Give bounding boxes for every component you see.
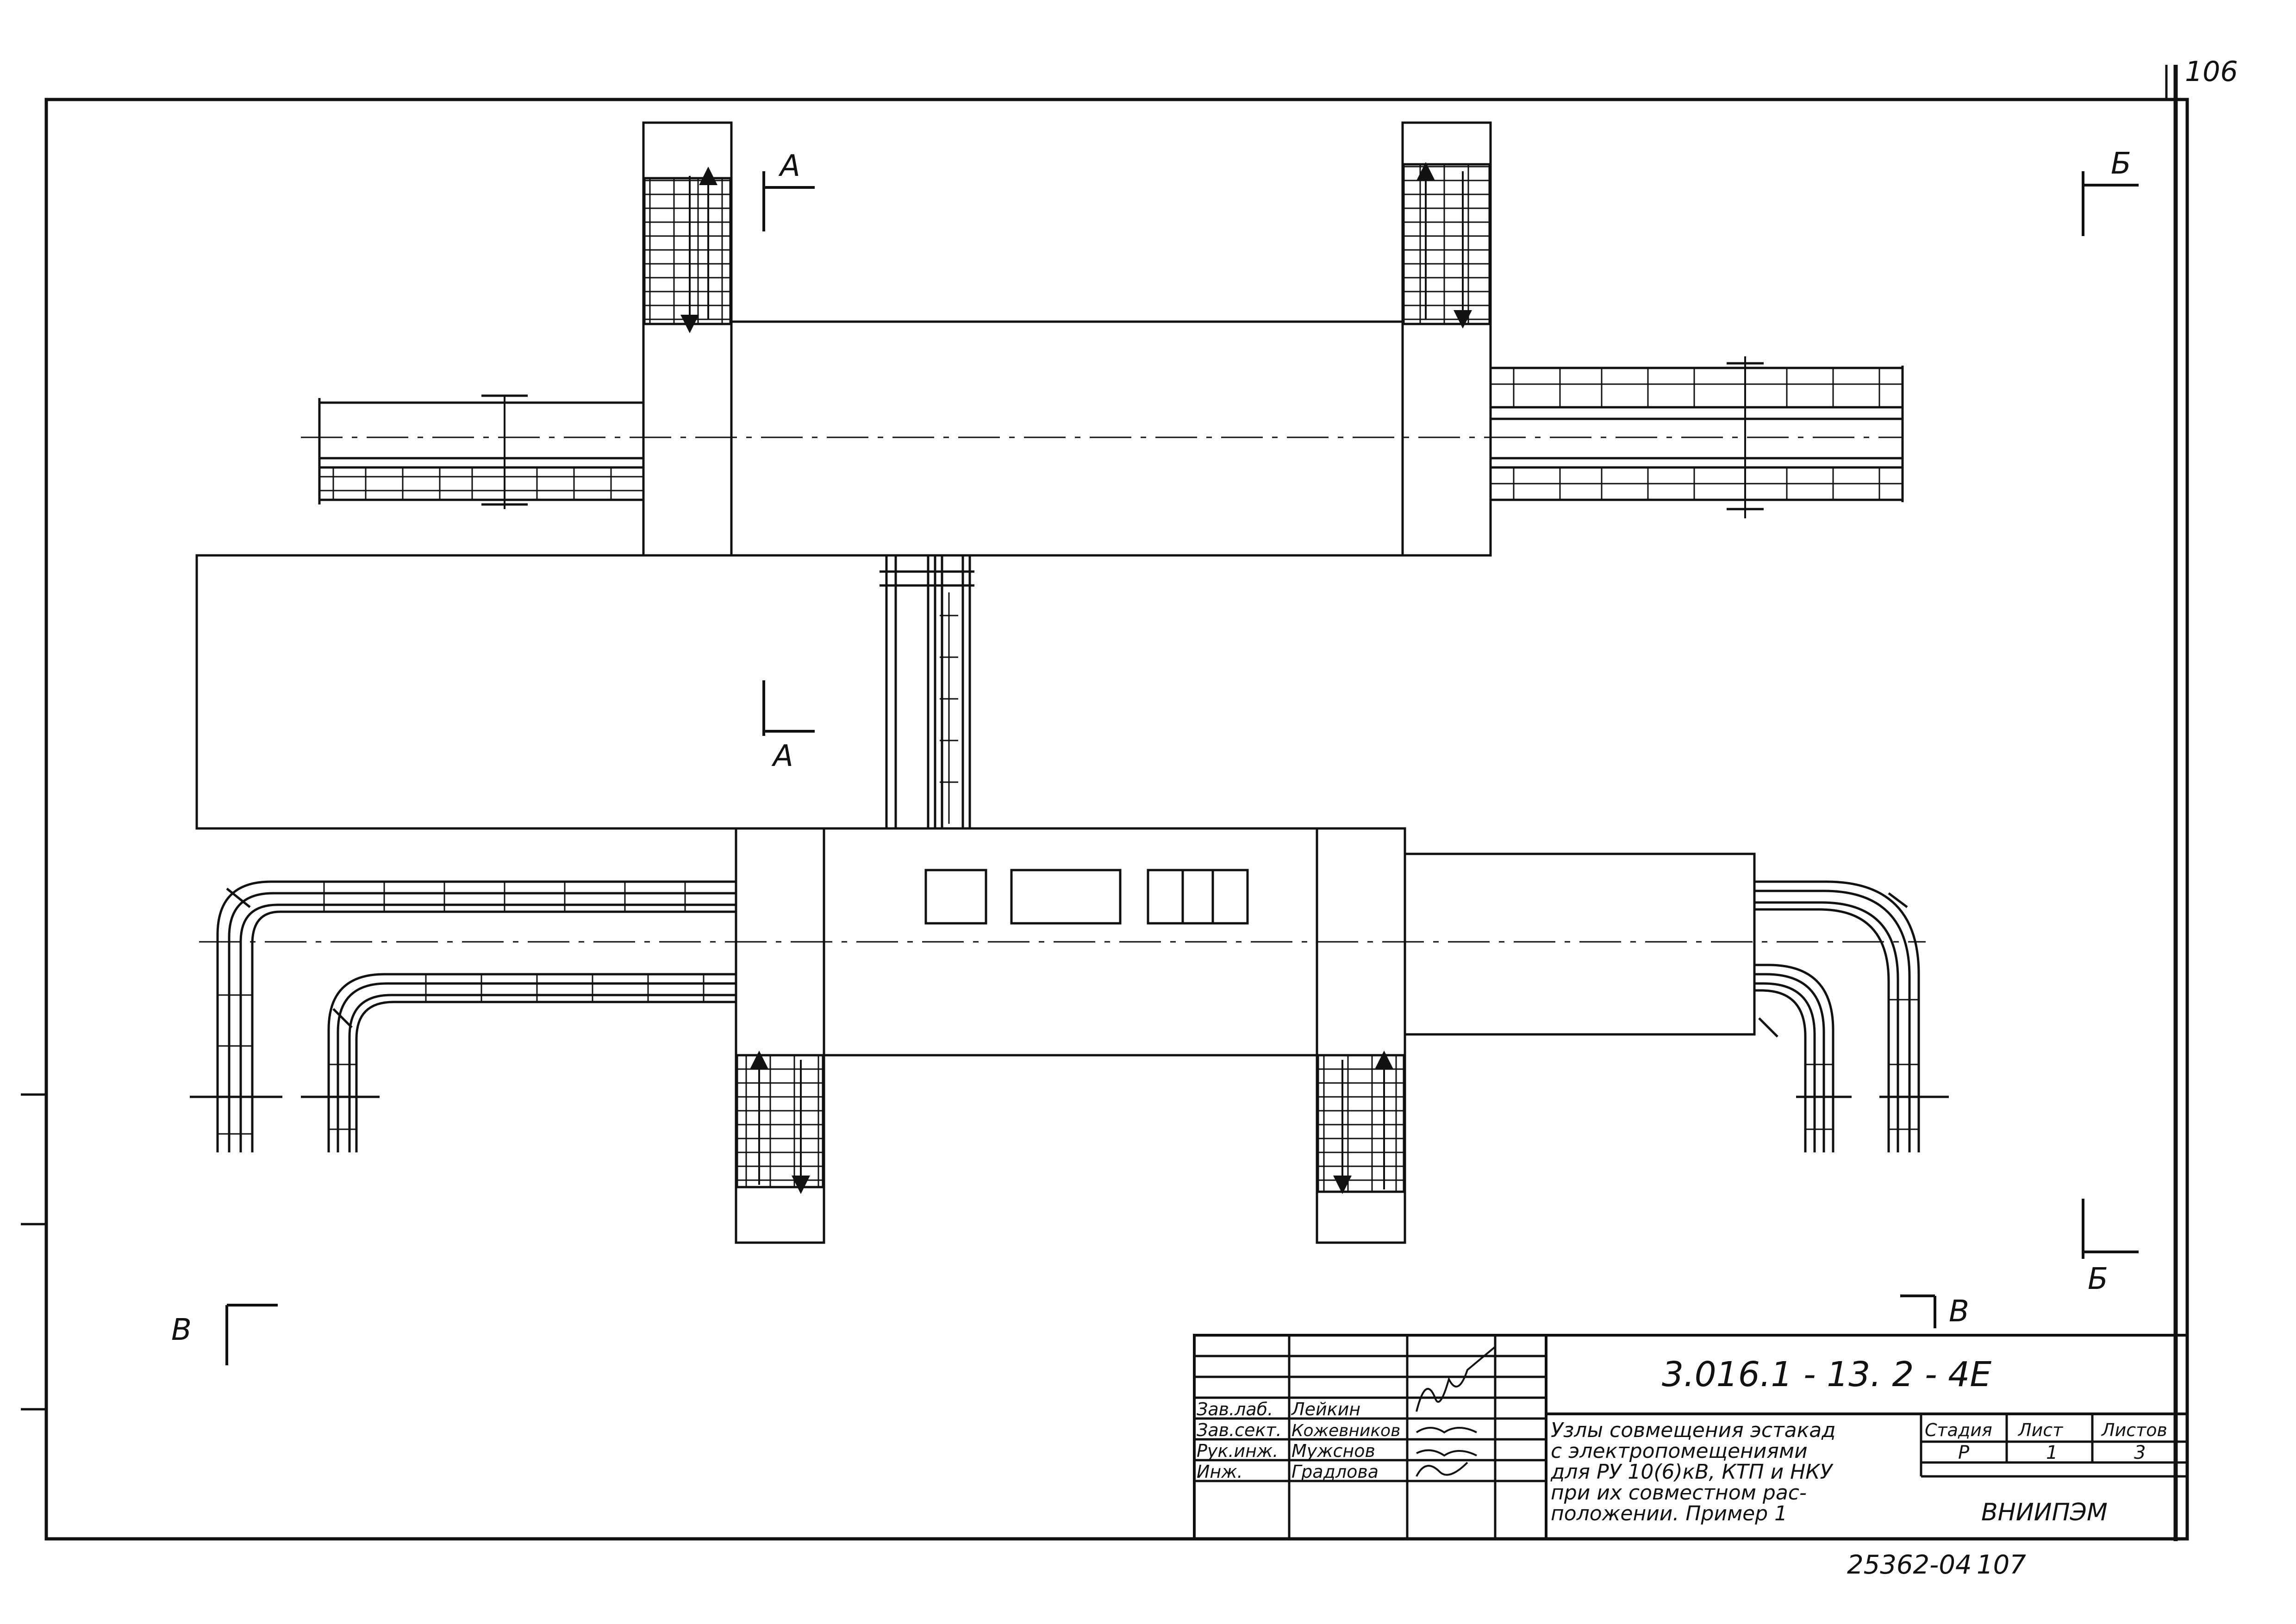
- role-3: Рук.инж.: [1197, 1441, 1278, 1461]
- name-3: Мужснов: [1292, 1441, 1375, 1461]
- stair-grid-right: [1402, 163, 1491, 325]
- signature: [1416, 1346, 1496, 1412]
- page-number-bottom: 107: [1977, 1550, 2026, 1580]
- section-label-v-right: В: [1949, 1294, 1969, 1329]
- title-line-3: для РУ 10(6)кВ, КТП и НКУ: [1550, 1460, 1834, 1484]
- archive-code: 25362-04: [1847, 1550, 1972, 1580]
- cable-trestle-upper-right: [1491, 356, 1904, 518]
- middle-hall: [195, 554, 943, 830]
- section-label-a-top: А: [778, 149, 800, 183]
- signature: [1416, 1427, 1477, 1434]
- sheets-value: 3: [2134, 1442, 2146, 1463]
- vertical-cable-gallery: [880, 555, 974, 828]
- stair-grid-lower-left: [736, 1054, 824, 1188]
- cable-trestle-upper-left: [318, 394, 643, 509]
- upper-building: [301, 121, 1903, 557]
- role-1: Зав.лаб.: [1197, 1399, 1273, 1419]
- section-label-b-bottom: Б: [2088, 1262, 2108, 1296]
- section-marker-v-right: [1900, 1294, 1936, 1328]
- signature: [1416, 1449, 1477, 1457]
- section-marker-a-bottom: [762, 680, 815, 736]
- signature: [1416, 1462, 1468, 1477]
- section-marker-v-left: [225, 1304, 278, 1365]
- head-sheet: Лист: [2017, 1420, 2064, 1440]
- title-line-4: при их совместном рас-: [1551, 1481, 1807, 1505]
- organization: ВНИИПЭМ: [1981, 1499, 2108, 1526]
- head-stage: Стадия: [1925, 1420, 1992, 1440]
- window: [924, 869, 987, 925]
- document-code: 3.016.1 - 13. 2 - 4Е: [1662, 1355, 1991, 1394]
- lower-hall-right: [1401, 852, 1756, 1036]
- role-2: Зав.сект.: [1197, 1420, 1282, 1440]
- title-block: [1193, 1334, 2189, 1540]
- name-1: Лейкин: [1291, 1399, 1360, 1419]
- name-2: Кожевников: [1292, 1421, 1400, 1440]
- upper-hall: [642, 320, 1492, 557]
- title-line-5: положении. Пример 1: [1551, 1502, 1787, 1525]
- section-marker-b-bottom: [2082, 1199, 2139, 1259]
- title-line-1: Узлы совмещения эстакад: [1551, 1419, 1836, 1442]
- stage-value: Р: [1958, 1442, 1970, 1463]
- cable-trestle-lower-left: [190, 880, 736, 1152]
- section-label-b-top: Б: [2111, 147, 2131, 181]
- role-4: Инж.: [1197, 1462, 1243, 1482]
- section-label-a-bottom: А: [771, 739, 793, 773]
- name-4: Градлова: [1292, 1462, 1379, 1482]
- section-marker-a-top: [762, 171, 815, 231]
- section-label-v-left: В: [171, 1313, 192, 1347]
- section-marker-b-top: [2082, 171, 2139, 236]
- sheet-value: 1: [2046, 1442, 2058, 1463]
- window: [1147, 869, 1249, 925]
- stair-grid-lower-right: [1316, 1054, 1405, 1193]
- lower-building: [199, 827, 1926, 1244]
- page-number-top: 106: [2185, 56, 2238, 88]
- window: [1010, 869, 1122, 925]
- cable-trestle-lower-right: [1754, 880, 1949, 1152]
- stair-grid-left: [643, 177, 732, 325]
- title-line-2: с электропомещениями: [1551, 1439, 1808, 1463]
- head-sheets: Листов: [2101, 1420, 2167, 1440]
- sheet-frame: [44, 98, 2189, 1541]
